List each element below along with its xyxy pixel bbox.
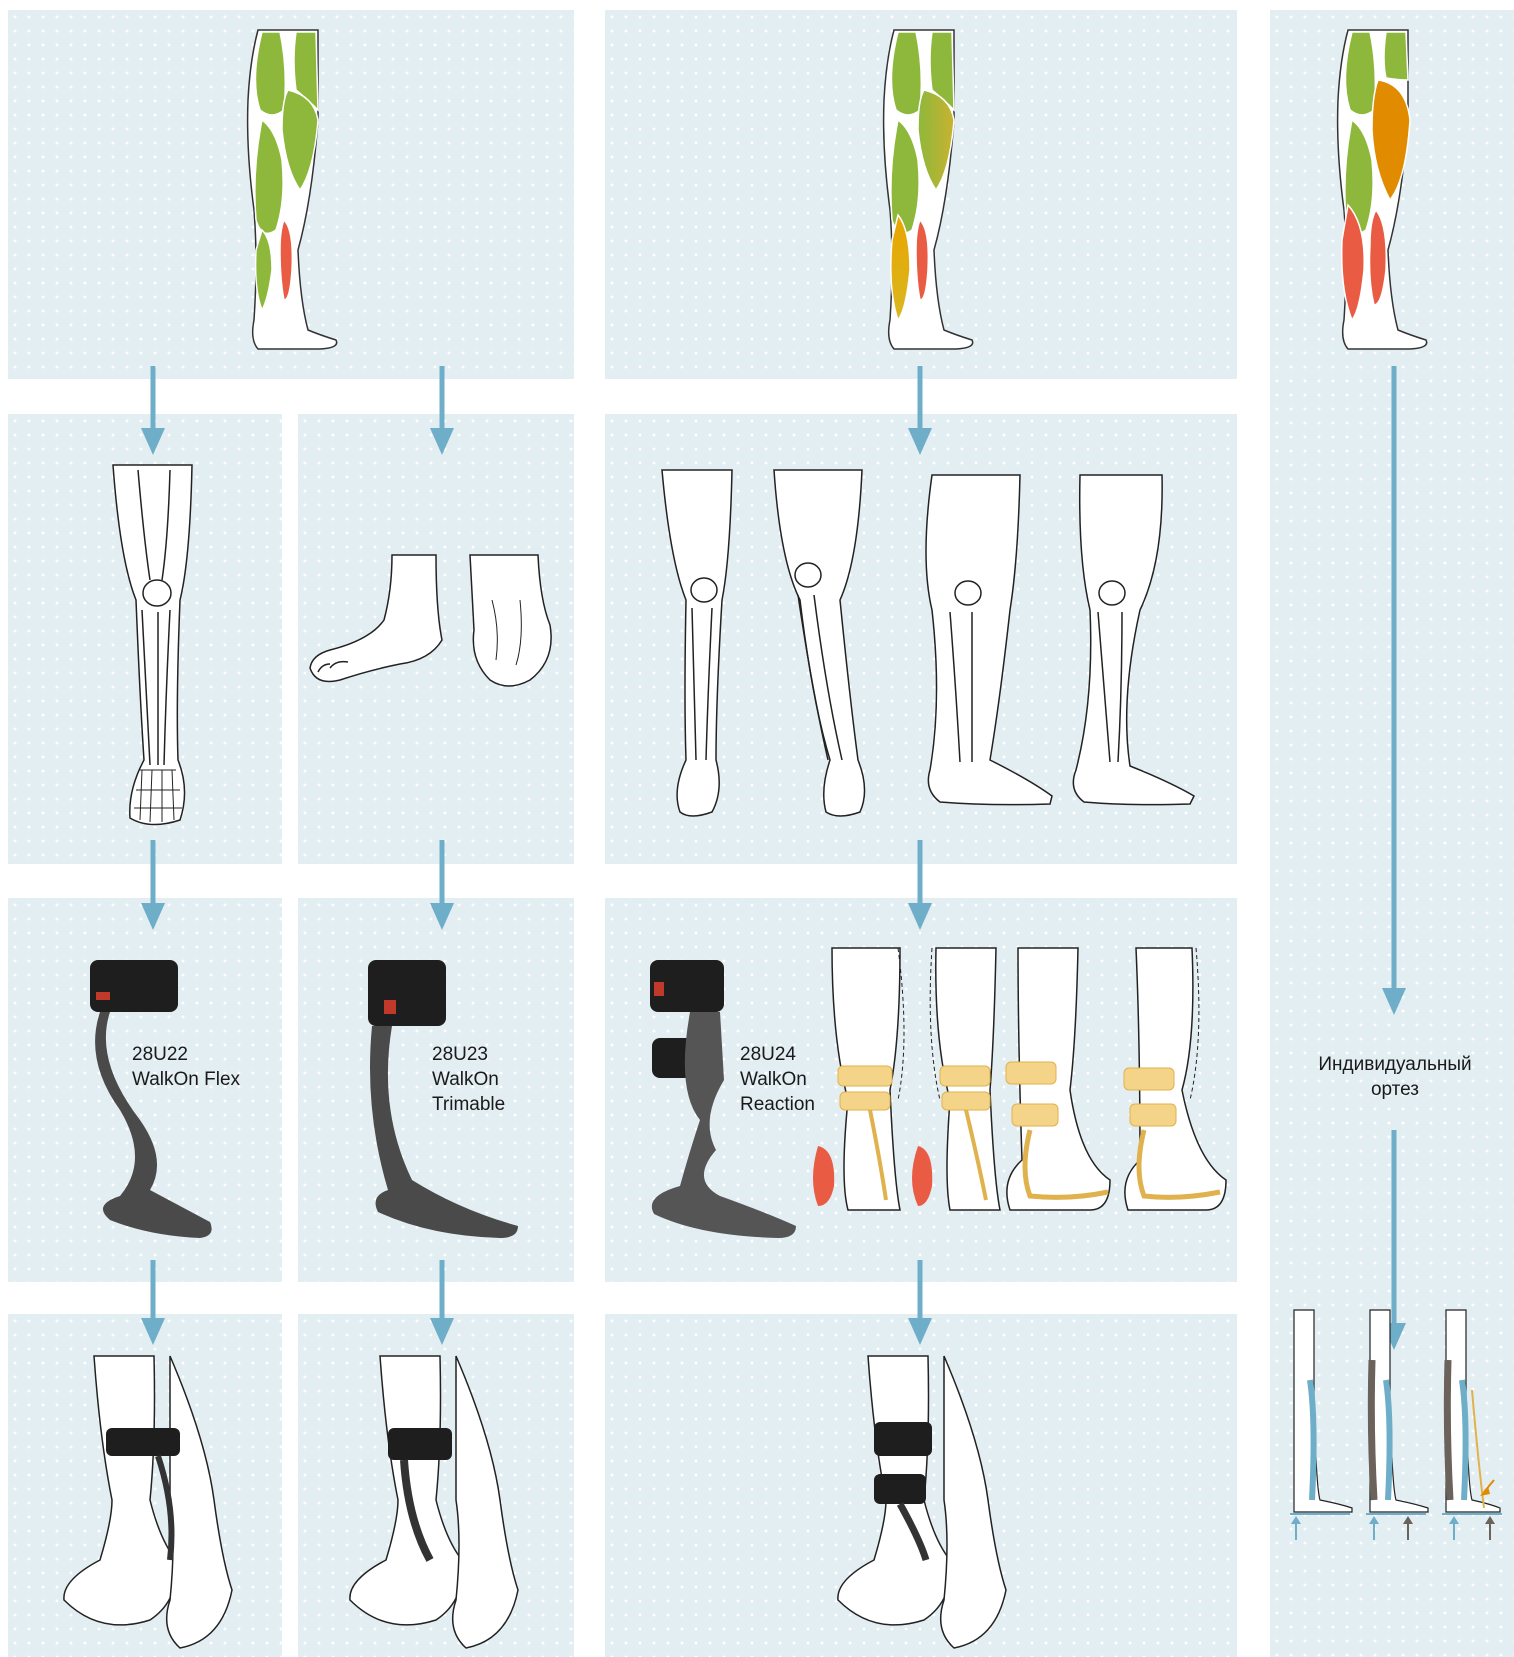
product-name: WalkOn Flex xyxy=(132,1067,240,1092)
mini-leg-icon-1 xyxy=(1290,1310,1352,1540)
flow-arrow-icon-d1 xyxy=(1382,366,1406,1015)
skeleton-leg-icon-1 xyxy=(662,470,732,816)
flow-arrow-icon-c2 xyxy=(908,840,932,930)
product-code: 28U24 xyxy=(740,1042,815,1067)
leg-with-orthosis-icon-c xyxy=(838,1356,1006,1648)
leg-with-orthosis-icon-2 xyxy=(912,948,1000,1210)
leg-muscle-icon-3 xyxy=(1338,30,1427,349)
product-name-line2: Trimable xyxy=(432,1092,505,1117)
custom-orthosis-line2: ортез xyxy=(1300,1077,1490,1102)
mini-leg-icon-3 xyxy=(1442,1310,1502,1540)
custom-orthosis-line1: Индивидуальный xyxy=(1300,1052,1490,1077)
foot-icon-back xyxy=(470,555,551,686)
flow-arrow-icon-a3 xyxy=(141,1260,165,1345)
product-code: 28U22 xyxy=(132,1042,240,1067)
flow-arrow-icon-b1 xyxy=(430,366,454,455)
product-name-line2: Reaction xyxy=(740,1092,815,1117)
product-code: 28U23 xyxy=(432,1042,505,1067)
leg-with-orthosis-icon-1 xyxy=(813,948,904,1210)
skeleton-leg-icon-2 xyxy=(774,470,865,816)
flow-arrow-icon-b2 xyxy=(430,840,454,930)
leg-with-orthosis-icon-b xyxy=(350,1356,518,1648)
product-label-28u23: 28U23 WalkOn Trimable xyxy=(432,1042,505,1117)
skeleton-leg-icon-4 xyxy=(1073,475,1194,805)
leg-with-orthosis-icon-a xyxy=(64,1356,232,1648)
flow-arrow-icon-c1 xyxy=(908,366,932,455)
product-label-28u22: 28U22 WalkOn Flex xyxy=(132,1042,240,1092)
product-label-28u24: 28U24 WalkOn Reaction xyxy=(740,1042,815,1117)
product-name-line1: WalkOn xyxy=(432,1067,505,1092)
leg-muscle-icon-1 xyxy=(248,30,337,349)
flow-arrow-icon-c3 xyxy=(908,1260,932,1345)
leg-muscle-icon-2 xyxy=(884,30,973,349)
mini-leg-icon-2 xyxy=(1366,1310,1428,1540)
custom-orthosis-label: Индивидуальный ортез xyxy=(1300,1052,1490,1102)
flow-arrow-icon-b3 xyxy=(430,1260,454,1345)
skeleton-leg-icon-front xyxy=(113,465,192,825)
leg-with-orthosis-icon-3 xyxy=(1006,948,1110,1210)
flow-arrow-icon-a2 xyxy=(141,840,165,930)
ankle-foot-orthosis-icon-flex xyxy=(90,960,212,1238)
foot-icon-side xyxy=(310,555,442,682)
product-name-line1: WalkOn xyxy=(740,1067,815,1092)
flow-arrow-icon-a1 xyxy=(141,366,165,455)
skeleton-leg-icon-3 xyxy=(926,475,1052,805)
leg-with-orthosis-icon-4 xyxy=(1124,948,1226,1210)
